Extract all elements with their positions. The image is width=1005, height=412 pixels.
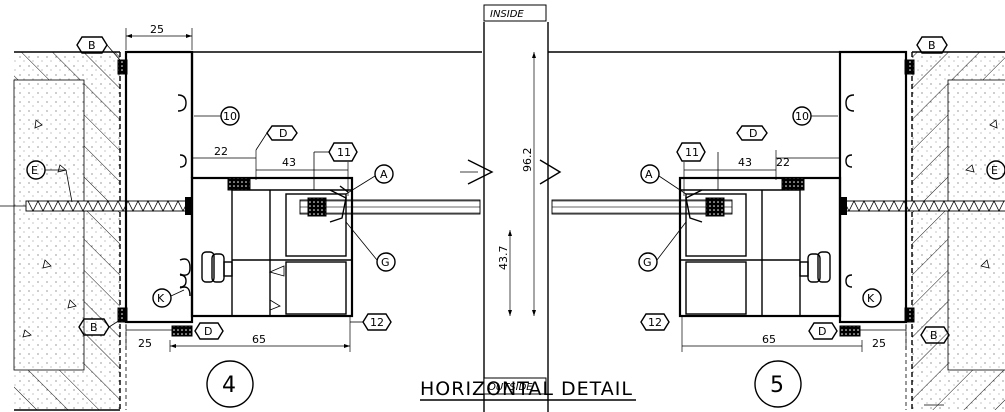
left-dim-22: 22: [214, 145, 228, 158]
outside-label: OUTSIDE: [488, 382, 533, 393]
left-callout-d: D: [279, 127, 287, 140]
left-glass: [299, 185, 481, 223]
left-dim-25-bottom: 25: [138, 337, 152, 350]
right-callout-d: D: [749, 127, 757, 140]
left-callout-a: A: [380, 168, 388, 181]
right-callout-a: A: [645, 168, 653, 181]
left-callout-b-bottom: B: [90, 321, 98, 334]
detail-marker-5: [754, 360, 802, 408]
left-callout-e: E: [31, 164, 38, 177]
detail-number-right: 5: [770, 373, 784, 398]
left-callout-10: 10: [223, 110, 237, 123]
right-callout-e: E: [991, 164, 998, 177]
right-callout-d-bottom: D: [818, 325, 826, 338]
drawing-title: HORIZONTAL DETAIL: [420, 378, 633, 400]
right-glass: [551, 189, 733, 223]
right-detail: [551, 50, 1005, 410]
left-dim-43: 43: [282, 156, 296, 169]
right-wall: [905, 51, 1005, 410]
right-callout-11: 11: [685, 146, 699, 159]
left-gasket-d-top: [227, 177, 251, 191]
inside-label: INSIDE: [490, 9, 524, 20]
left-gasket-d-bottom: [171, 325, 193, 337]
right-callout-k: K: [867, 292, 875, 305]
left-frame-profile: [124, 50, 354, 337]
right-callout-b-top: B: [928, 39, 936, 52]
detail-marker-4: [206, 360, 254, 408]
left-callouts: B B 10 D 11 A G 12: [26, 36, 396, 340]
detail-markers: 4 5: [206, 360, 802, 408]
center-dim-437: 43.7: [497, 246, 510, 271]
center-section: INSIDE OUTSIDE 96.2 43.7 HORIZONTAL DETA…: [192, 4, 840, 412]
left-detail: 25 22 43 25 65 B B: [0, 23, 481, 411]
left-dim-65: 65: [252, 333, 266, 346]
right-dim-65: 65: [762, 333, 776, 346]
right-callout-g: G: [643, 256, 652, 269]
left-callout-d-bottom: D: [204, 325, 212, 338]
right-frame-profile: [678, 50, 908, 337]
center-dim-96: 96.2: [521, 148, 534, 173]
right-callout-12: 12: [648, 316, 662, 329]
detail-number-left: 4: [222, 373, 236, 398]
right-callout-b-bottom: B: [930, 329, 938, 342]
left-wall: [13, 51, 127, 411]
left-callout-12: 12: [370, 316, 384, 329]
right-labels: 22 43 65 25 B B 10 D 11 A G 12 K D E: [638, 36, 1005, 406]
right-dim-43: 43: [738, 156, 752, 169]
right-dim-22: 22: [776, 156, 790, 169]
right-callout-10: 10: [795, 110, 809, 123]
left-callout-11: 11: [337, 146, 351, 159]
left-dim-25-top: 25: [150, 23, 164, 36]
left-callout-b-top: B: [88, 39, 96, 52]
left-callout-k: K: [157, 292, 165, 305]
right-dim-25-bottom: 25: [872, 337, 886, 350]
right-dimension-lines: [681, 115, 907, 352]
left-callout-g: G: [381, 256, 390, 269]
